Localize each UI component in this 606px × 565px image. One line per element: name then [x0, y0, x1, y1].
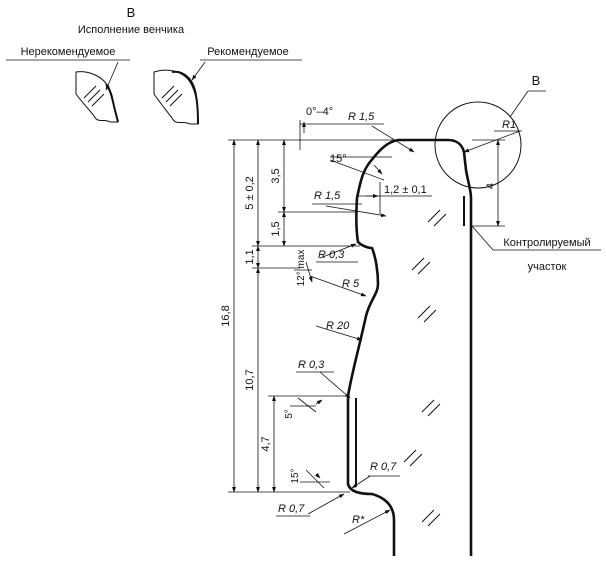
- dim-10-7: 10,7: [244, 369, 256, 390]
- dim-3-5: 3,5: [270, 168, 282, 183]
- dim-slope: 0°–4°: [306, 106, 333, 118]
- radius-top: R 1,5: [348, 111, 375, 123]
- detail-heading: B Исполнение венчика: [78, 5, 185, 36]
- radius-star: R*: [352, 514, 365, 526]
- radius-5: R 5: [342, 278, 360, 290]
- dim-thickness: 1,2 ± 0,1: [384, 184, 427, 196]
- dim-angle-12: 12° max: [296, 250, 307, 287]
- variant-not-recommended: Нерекомендуемое: [6, 46, 130, 123]
- radius-0-3-b: R 0,3: [298, 359, 325, 371]
- callout-height: 4: [485, 183, 497, 189]
- dim-1-1: 1,1: [244, 249, 256, 264]
- detail-title: Исполнение венчика: [78, 24, 185, 36]
- callout-circle: [434, 101, 522, 189]
- vertical-dimensions: 16,8 5 ± 0,2 3,5 1,5 1,1 10,7 4,7: [220, 139, 400, 493]
- radius-0-3-a: R 0,3: [318, 249, 345, 261]
- dim-rim-height: 5 ± 0,2: [244, 176, 256, 210]
- callout-b: B R1 4 Контролируемый участок: [434, 73, 601, 273]
- callout-radius: R1: [502, 119, 516, 131]
- callout-letter: B: [532, 73, 541, 88]
- variant-recommended: Рекомендуемое: [153, 46, 302, 125]
- dim-angle-15-top: 15°: [330, 153, 347, 165]
- not-recommended-label: Нерекомендуемое: [21, 46, 116, 58]
- dim-angle-15-bottom: 15°: [290, 468, 301, 483]
- section-profile: [346, 138, 473, 556]
- radius-1-5: R 1,5: [314, 190, 341, 202]
- dim-total-height: 16,8: [220, 305, 232, 326]
- controlled-area-line2: участок: [528, 261, 567, 273]
- dim-angle-5: 5°: [284, 409, 295, 419]
- glass-hatching: [403, 209, 447, 527]
- detail-letter: B: [127, 5, 136, 20]
- recommended-label: Рекомендуемое: [207, 46, 289, 58]
- radius-0-7-b: R 0,7: [278, 503, 305, 515]
- radius-0-7-a: R 0,7: [370, 461, 397, 473]
- radius-20: R 20: [326, 320, 350, 332]
- radii: R 1,5 R 1,5 R 0,3 R 5 R 20 R 0,3 R 0,7 R…: [276, 111, 415, 535]
- angles: 0°–4° 15° 1,2 ± 0,1 12° max 5° 15°: [284, 106, 432, 489]
- dim-4-7: 4,7: [260, 436, 272, 451]
- dim-1-5: 1,5: [270, 221, 282, 236]
- controlled-area-line1: Контролируемый: [503, 237, 590, 249]
